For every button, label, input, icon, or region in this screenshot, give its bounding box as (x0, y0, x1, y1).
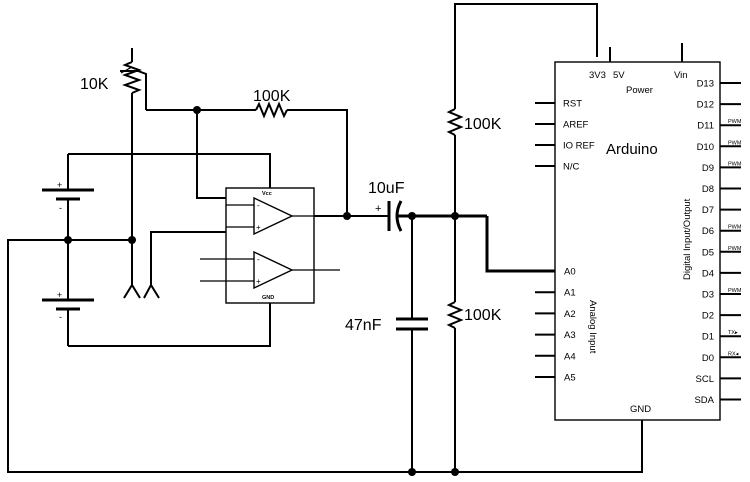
battery-top-plus: + (57, 180, 62, 190)
battery-bottom-plus: + (57, 290, 62, 300)
pin-label-a5: A5 (564, 373, 576, 384)
pin-vin: Vin (674, 70, 688, 81)
pin-tag-d9: PWM (728, 161, 742, 167)
pin-3v3: 3V3 (589, 70, 606, 81)
pin-label-a2: A2 (564, 309, 576, 320)
arduino-board: Arduino 3V3 5V Vin Power GND Analog Inpu… (535, 43, 742, 421)
resistor-divider-bottom-100k: 100K (446, 216, 502, 472)
arduino-title: Arduino (606, 141, 658, 158)
capacitor-10uf: + 10uF (368, 180, 405, 232)
pin-label-d8: D8 (702, 184, 714, 195)
battery-bottom-minus: - (59, 312, 62, 322)
pin-tag-d6: PWM (728, 225, 742, 231)
capacitor-47nf: 47nF (345, 216, 428, 472)
wire-5v (454, 3, 598, 109)
filter-cap-label: 47nF (345, 317, 382, 334)
pin-label-d1: D1 (702, 332, 714, 343)
pin-label-d6: D6 (702, 226, 714, 237)
junction-filter-gnd (408, 468, 416, 476)
power-label: Power (626, 85, 653, 96)
pin-label-a3: A3 (564, 330, 576, 341)
pin-label-d12: D12 (697, 100, 714, 111)
arduino-left-pins: RST AREF IO REF N/C (535, 99, 595, 173)
pin-tag-d0: RX◂ (728, 351, 739, 357)
pin-label-a0: A0 (564, 267, 576, 278)
feedback-resistor-label: 100K (253, 88, 291, 105)
pin-tag-d10: PWM (728, 140, 742, 146)
opamp1-plus: + (256, 223, 261, 232)
coupling-cap-label: 10uF (368, 180, 405, 197)
resistor-feedback-100k: 100K (197, 88, 348, 216)
ground-bus (7, 239, 643, 473)
battery-top: + - (42, 154, 94, 240)
analog-input-label: Analog Input (587, 300, 598, 354)
opamp-ic: Vcc GND - + - + (200, 187, 340, 304)
divider-bottom-label: 100K (464, 307, 502, 324)
pin-label-d10: D10 (697, 142, 714, 153)
pin-tag-d3: PWM (728, 288, 742, 294)
battery-top-minus: - (59, 203, 62, 213)
opamp-vcc-label: Vcc (262, 191, 272, 197)
pin-label-d7: D7 (702, 205, 714, 216)
opamp2-minus: - (257, 255, 260, 264)
wire-inv-input (196, 110, 226, 199)
opamp2-plus: + (256, 277, 261, 286)
pin-label-a1: A1 (564, 288, 576, 299)
pin-label-d4: D4 (702, 268, 714, 279)
pin-label-d2: D2 (702, 311, 714, 322)
pot-label: 10K (80, 76, 109, 93)
pin-tag-d1: TX▸ (728, 330, 738, 336)
pin-label-scl: SCL (696, 374, 714, 385)
divider-top-label: 100K (464, 116, 502, 133)
digital-io-label: Digital Input/Output (682, 198, 693, 280)
junction-opamp-out (343, 212, 351, 220)
junction-divider-gnd (451, 468, 459, 476)
pin-label-d3: D3 (702, 290, 714, 301)
pin-label-d9: D9 (702, 163, 714, 174)
wire-gnd-rail (68, 303, 271, 347)
pin-tag-d5: PWM (728, 246, 742, 252)
pin-label-a4: A4 (564, 351, 576, 362)
opamp1-minus: - (257, 201, 260, 210)
pin-label-n-c: N/C (563, 162, 580, 173)
pin-label-sda: SDA (694, 395, 714, 406)
pin-label-d5: D5 (702, 247, 714, 258)
arduino-gnd-label: GND (630, 404, 651, 415)
opamp-gnd-label: GND (262, 295, 274, 301)
pin-label-aref: AREF (563, 120, 589, 131)
resistor-divider-top-100k: 100K (446, 108, 502, 216)
coupling-cap-plus: + (375, 203, 381, 215)
wire-to-a0 (485, 216, 555, 273)
potentiometer-10k: 10K (80, 48, 200, 299)
pin-label-rst: RST (563, 99, 582, 110)
pin-label-d11: D11 (697, 121, 714, 132)
pin-label-io-ref: IO REF (563, 141, 595, 152)
pin-label-d13: D13 (697, 79, 714, 90)
pin-tag-d11: PWM (728, 119, 742, 125)
pin-5v: 5V (613, 70, 625, 81)
battery-bottom: + - (42, 240, 94, 346)
pin-label-d0: D0 (702, 353, 714, 364)
wire-vcc-rail (68, 153, 271, 188)
